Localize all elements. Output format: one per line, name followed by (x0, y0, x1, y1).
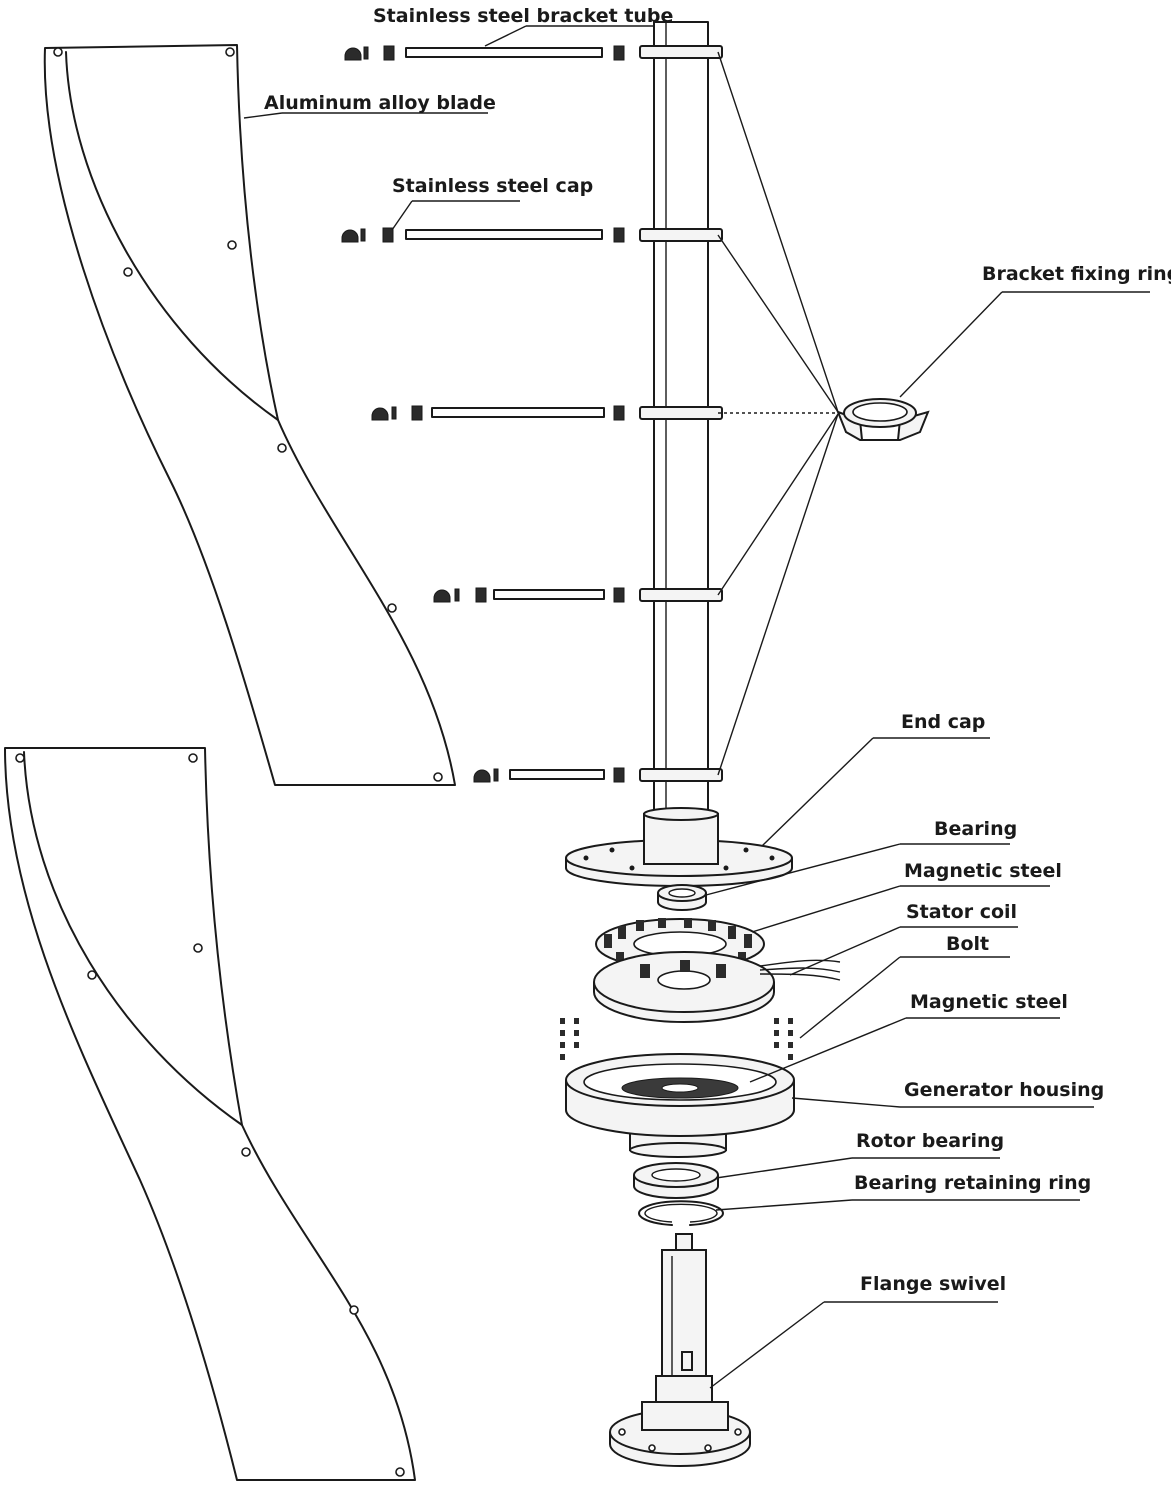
label-rotor-bearing: Rotor bearing (856, 1130, 1004, 1152)
label-retaining-ring: Bearing retaining ring (854, 1172, 1091, 1194)
label-bearing: Bearing (934, 818, 1017, 840)
bracket-tube-5 (473, 767, 625, 783)
upper-blade (43, 44, 456, 786)
bearing (657, 884, 707, 911)
bracket-tube-3 (371, 405, 625, 421)
lower-blade (4, 747, 416, 1481)
label-bolt: Bolt (946, 933, 989, 955)
rotor-bearing (633, 1162, 719, 1199)
label-magnetic-steel-bottom: Magnetic steel (910, 991, 1068, 1013)
label-magnetic-steel-top: Magnetic steel (904, 860, 1062, 882)
leader-lines (243, 25, 1150, 1389)
generator-housing (565, 1053, 795, 1158)
bearing-retaining-ring (638, 1200, 724, 1226)
flange-swivel (609, 1233, 751, 1467)
label-flange-swivel: Flange swivel (860, 1273, 1006, 1295)
bracket-tube-2 (341, 227, 625, 243)
bracket-tube-4 (433, 587, 625, 603)
label-stator-coil: Stator coil (906, 901, 1017, 923)
label-bracket-tube: Stainless steel bracket tube (373, 5, 673, 27)
end-cap (565, 807, 793, 887)
label-end-cap: End cap (901, 711, 985, 733)
stator-coil-disc (593, 951, 841, 1023)
shaft-clamps (639, 45, 723, 782)
label-fixing-ring: Bracket fixing ring (982, 263, 1171, 285)
bracket-fixing-ring (717, 51, 930, 776)
bracket-tube-1 (344, 45, 625, 61)
label-blade: Aluminum alloy blade (264, 92, 496, 114)
label-steel-cap: Stainless steel cap (392, 175, 593, 197)
label-generator-housing: Generator housing (904, 1079, 1104, 1101)
bolts (560, 1018, 793, 1060)
